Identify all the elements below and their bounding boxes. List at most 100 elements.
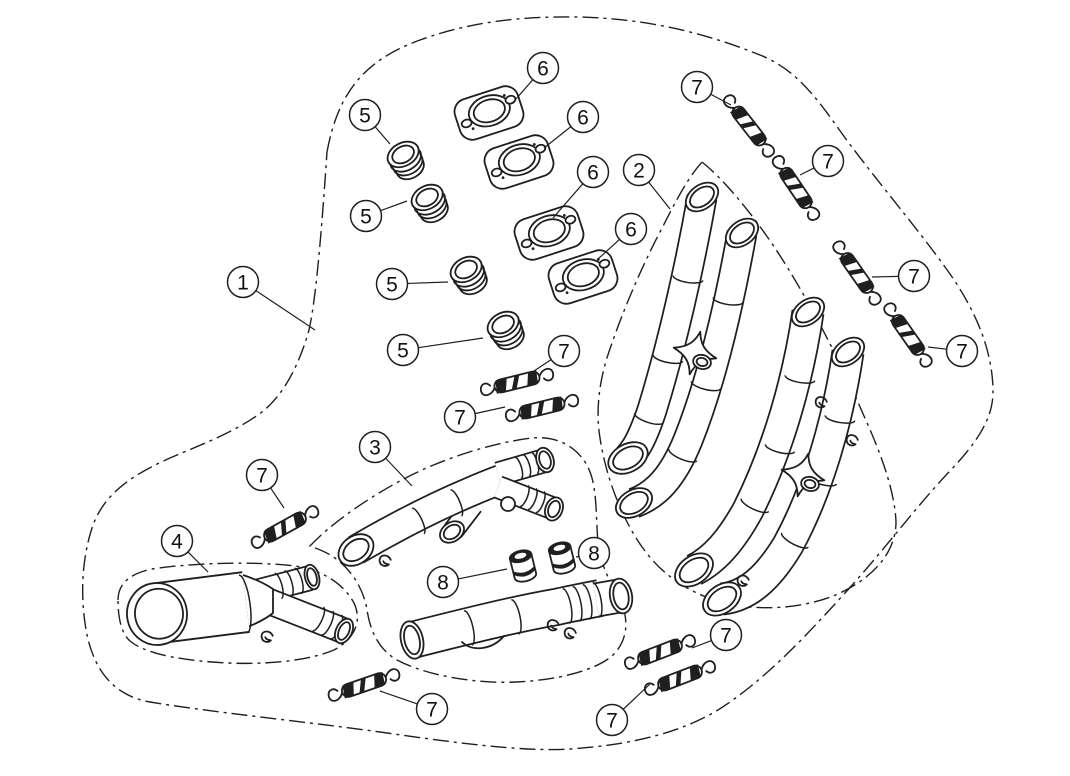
callout-muffler-region: 4: [160, 524, 209, 573]
callout-leader-line: [418, 337, 484, 349]
callout-leader-line: [552, 183, 584, 219]
callout-balloon: [375, 267, 409, 301]
exhaust-spring-9: [622, 631, 698, 673]
callout-sleeve-2: 5: [349, 199, 408, 233]
callout-sleeve-3: 5: [375, 267, 449, 301]
callout-balloon: [526, 51, 560, 85]
callout-leader-line: [374, 126, 391, 145]
callout-number: 5: [359, 105, 371, 128]
pipe-clamp-1: [507, 547, 539, 585]
pipe-clamp-2: [546, 539, 578, 577]
callout-leader-line: [407, 281, 449, 285]
callout-number: 7: [454, 407, 466, 430]
callout-spring-1: 7: [680, 70, 732, 106]
exhaust-spring-6: [503, 391, 581, 425]
callout-number: 2: [633, 160, 645, 183]
callout-balloon: [622, 153, 656, 187]
callout-spring-2: 7: [799, 144, 845, 178]
callout-spring-6: 7: [443, 400, 506, 434]
flange-gasket-2: [480, 130, 558, 194]
callout-spring-8: 7: [379, 690, 449, 726]
spring-hook-icon: [259, 629, 275, 645]
callout-leader-line: [385, 457, 413, 487]
callout-balloon: [709, 618, 743, 652]
link-pipe-upper: [337, 446, 564, 569]
callout-leader-line: [799, 167, 815, 176]
callout-leader-line: [622, 683, 651, 710]
callout-balloon: [415, 692, 449, 726]
exhaust-spring-3: [829, 238, 885, 308]
callout-number: 7: [691, 77, 703, 100]
callout-number: 7: [956, 341, 968, 364]
callout-balloon: [566, 100, 600, 134]
callout-flange-gasket-4: 6: [597, 212, 648, 260]
callout-spring-3: 7: [871, 259, 931, 293]
callout-number: 1: [237, 272, 249, 295]
callout-spring-7: 7: [245, 458, 285, 509]
region-outline-full-kit: [81, 16, 994, 751]
mount-sleeve-3: [445, 250, 494, 301]
callout-link-pipes-region: 3: [358, 430, 413, 487]
callout-leader-line: [871, 275, 899, 278]
callout-leader-line: [255, 290, 316, 331]
callout-balloon: [349, 199, 383, 233]
callout-number: 6: [625, 219, 637, 242]
header-pipe-pair-left: [607, 181, 760, 519]
callout-flange-gasket-1: 6: [515, 51, 560, 100]
callout-number: 6: [537, 58, 549, 81]
region-outline-link-pipes: [308, 436, 627, 683]
callout-balloon: [443, 400, 477, 434]
callout-number: 6: [577, 107, 589, 130]
header-pipe-pair-right: [674, 296, 866, 617]
callout-balloon: [547, 334, 581, 368]
callout-flange-gasket-3: 6: [552, 155, 610, 219]
flange-gasket-4: [544, 245, 622, 309]
callout-header-pipes: 2: [622, 153, 671, 210]
callout-number: 8: [588, 543, 600, 566]
callout-flange-gasket-2: 6: [543, 100, 600, 149]
callout-balloon: [426, 565, 460, 599]
exhaust-spring-4: [880, 300, 936, 370]
spring-hook-icon: [844, 433, 860, 448]
flange-gasket-1: [450, 81, 528, 145]
callout-leader-line: [379, 690, 418, 705]
exhaust-spring-1: [720, 91, 778, 161]
callout-number: 5: [397, 340, 409, 363]
callout-number: 5: [360, 206, 372, 229]
callout-sleeve-1: 5: [348, 98, 391, 145]
callout-full-kit-region: 1: [226, 265, 316, 331]
callout-number: 4: [171, 531, 183, 554]
callout-pipe-clamp-2: 8: [575, 536, 611, 570]
callout-leader-line: [710, 93, 732, 106]
callout-balloon: [897, 259, 931, 293]
callout-leader-line: [515, 79, 534, 100]
callout-balloon: [348, 98, 382, 132]
callout-balloon: [595, 703, 629, 737]
callout-spring-5: 7: [533, 334, 581, 372]
callout-number: 7: [558, 341, 570, 364]
callout-leader-line: [927, 346, 947, 350]
callout-balloon: [945, 334, 979, 368]
exhaust-spring-8: [325, 665, 403, 705]
callout-balloon: [160, 524, 194, 558]
callout-leader-line: [533, 359, 552, 372]
callout-number: 7: [822, 151, 834, 174]
callout-leader-line: [458, 568, 508, 580]
callout-number: 7: [720, 625, 732, 648]
spring-hook-icon: [377, 553, 393, 569]
callout-leader-line: [187, 551, 209, 573]
region-outline-muffler: [117, 562, 359, 665]
sensor-boss: [500, 496, 516, 512]
exhaust-spring-10: [642, 657, 718, 699]
callout-number: 3: [369, 437, 381, 460]
callout-balloon: [577, 536, 611, 570]
callout-balloon: [226, 265, 260, 299]
callout-balloon: [386, 333, 420, 367]
callout-leader-line: [648, 181, 671, 210]
callout-balloon: [245, 458, 279, 492]
callout-number: 7: [908, 266, 920, 289]
link-pipe-lower: [399, 577, 634, 660]
callout-leader-line: [691, 639, 712, 649]
